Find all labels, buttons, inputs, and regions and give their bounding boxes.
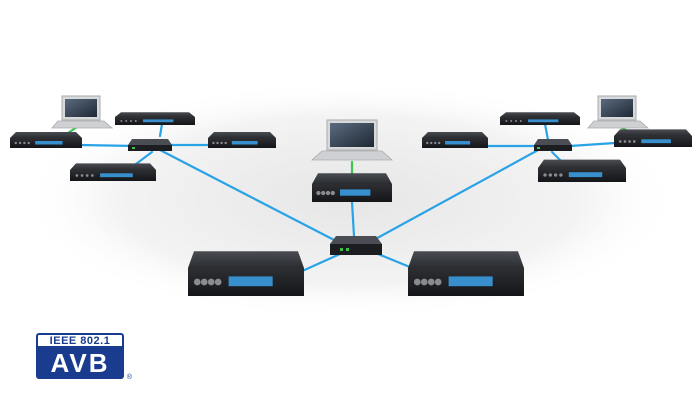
avb-link [543, 122, 550, 142]
audio-interface-icon [115, 112, 195, 125]
audio-interface-icon [422, 132, 488, 148]
avb-link [158, 122, 164, 138]
logo-standard-text: IEEE 802.1 [36, 333, 124, 348]
avb-switch-icon [128, 139, 172, 151]
avb-switch-icon [330, 236, 382, 255]
audio-interface-icon [614, 129, 692, 147]
audio-interface-icon [70, 163, 156, 181]
audio-interface-icon [312, 173, 392, 202]
avb-link [568, 141, 617, 148]
logo-avb-text: AVB [36, 347, 124, 379]
laptop-icon [51, 95, 114, 129]
audio-interface-icon [408, 251, 524, 296]
avb-switch-icon [534, 139, 572, 151]
audio-interface-icon [208, 132, 276, 148]
registered-mark: ® [126, 374, 132, 381]
avb-link [158, 148, 340, 244]
avb-link [78, 143, 137, 148]
avb-link [350, 200, 356, 238]
audio-interface-icon [188, 251, 304, 296]
laptop-icon [587, 95, 650, 129]
avb-link [298, 252, 342, 274]
audio-interface-icon [10, 132, 82, 148]
laptop-icon [310, 119, 394, 161]
audio-interface-icon [538, 159, 626, 182]
avb-link [368, 147, 542, 244]
audio-interface-icon [500, 112, 580, 125]
ieee-avb-logo: IEEE 802.1 AVB ® [36, 333, 132, 383]
